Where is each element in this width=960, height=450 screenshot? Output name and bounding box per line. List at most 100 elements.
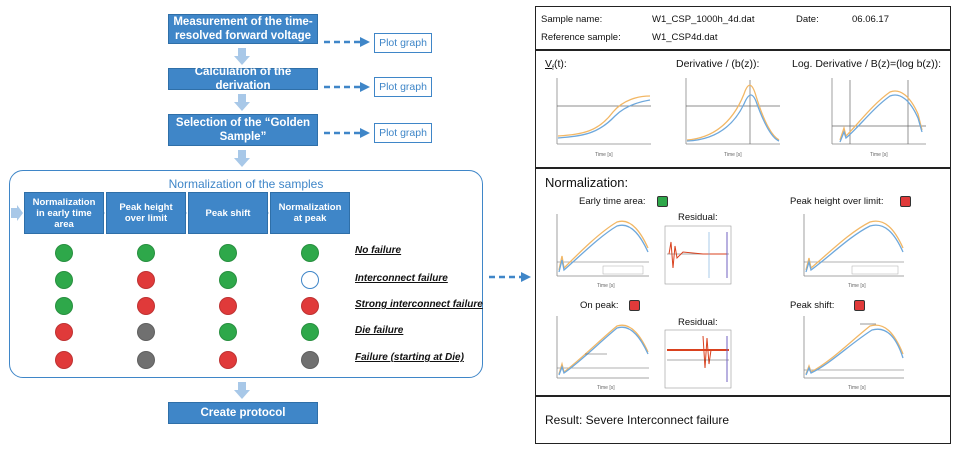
residual-label-2: Residual:: [678, 317, 718, 328]
sample-name-label: Sample name:: [541, 14, 603, 25]
peak-height-graph: Time [s]: [792, 210, 908, 290]
date-value: 06.06.17: [852, 14, 889, 25]
status-dot-green: [55, 297, 73, 315]
report-header-panel: [535, 6, 951, 50]
plot-graph-button-2[interactable]: Plot graph: [374, 77, 432, 97]
plot-graph-label-3: Plot graph: [379, 127, 427, 139]
status-dot-red: [219, 297, 237, 315]
dashed-arrow-2: [324, 82, 370, 92]
column-header-peak-shift: Peak shift: [188, 192, 268, 234]
normalization-frame: Normalization of the samples: [9, 170, 483, 378]
column-header-peak-height: Peak height over limit: [106, 192, 186, 234]
reference-label: Reference sample:: [541, 32, 621, 43]
vf-title-main: V: [545, 58, 553, 70]
early-time-graph: Time [s]: [545, 210, 653, 290]
result-panel: [535, 396, 951, 444]
peak-shift-label: Peak shift:: [790, 300, 835, 311]
status-dot-green: [219, 323, 237, 341]
status-dot-gray: [301, 351, 319, 369]
row-label-no-failure: No failure: [355, 245, 402, 256]
dashed-arrow-3: [324, 128, 370, 138]
down-arrow-2: [234, 94, 250, 111]
column-header-normalization-peak: Normalization at peak: [270, 192, 350, 234]
status-dot-green: [137, 244, 155, 262]
peak-shift-status: [854, 300, 865, 311]
down-arrow-4: [234, 382, 250, 399]
svg-text:Time [s]: Time [s]: [597, 385, 615, 391]
step-measurement-label: Measurement of the time-resolved forward…: [173, 16, 313, 42]
residual-graph-1: [663, 224, 733, 288]
log-derivative-graph: Time [s]: [818, 74, 930, 160]
down-arrow-3: [234, 150, 250, 167]
step-derivation: Calculation of the derivation: [168, 66, 318, 92]
peak-shift-graph: Time [s]: [792, 312, 908, 392]
status-dot-green: [219, 271, 237, 289]
chevron-right-icon: [11, 205, 23, 221]
plot-graph-button-3[interactable]: Plot graph: [374, 123, 432, 143]
vf-graph: Time [s]: [543, 74, 655, 160]
plot-graph-button-1[interactable]: Plot graph: [374, 33, 432, 53]
result-text: Result: Severe Interconnect failure: [545, 413, 730, 427]
on-peak-graph: Time [s]: [545, 312, 653, 392]
plot-graph-label-2: Plot graph: [379, 81, 427, 93]
svg-text:Time [s]: Time [s]: [595, 152, 613, 158]
step-golden-sample-label: Selection of the “Golden Sample”: [175, 117, 311, 143]
early-time-status: [657, 196, 668, 207]
svg-text:Time [s]: Time [s]: [848, 283, 866, 289]
step-create-protocol: Create protocol: [168, 402, 318, 424]
row-label-failure-starting-die: Failure (starting at Die): [355, 352, 464, 363]
derivative-graph-title: Derivative / (b(z)):: [676, 58, 760, 70]
normalization-heading: Normalization:: [545, 175, 629, 190]
sample-name-value: W1_CSP_1000h_4d.dat: [652, 14, 755, 25]
residual-graph-2: [663, 328, 733, 392]
normalization-title: Normalization of the samples: [168, 177, 324, 191]
status-dot-gray: [137, 351, 155, 369]
status-dot-green: [55, 244, 73, 262]
derivative-graph: Time [s]: [672, 74, 784, 160]
row-label-die-failure: Die failure: [355, 325, 404, 336]
step-measurement: Measurement of the time-resolved forward…: [168, 14, 318, 44]
status-dot-red: [219, 351, 237, 369]
on-peak-label: On peak:: [580, 300, 619, 311]
residual-label-1: Residual:: [678, 212, 718, 223]
log-derivative-graph-title: Log. Derivative / B(z)=(log b(z)):: [792, 58, 942, 70]
column-header-label: Normalization at peak: [278, 202, 342, 224]
status-dot-red: [55, 351, 73, 369]
plot-graph-label-1: Plot graph: [379, 37, 427, 49]
status-dot-red: [137, 271, 155, 289]
peak-height-label: Peak height over limit:: [790, 196, 884, 207]
status-dot-red: [55, 323, 73, 341]
svg-text:Time [s]: Time [s]: [597, 283, 615, 289]
vf-title-sub: f: [552, 65, 554, 73]
status-dot-white: [301, 271, 319, 289]
status-dot-green: [55, 271, 73, 289]
step-create-protocol-label: Create protocol: [200, 407, 286, 419]
dashed-arrow-to-report: [489, 272, 531, 282]
reference-value: W1_CSP4d.dat: [652, 32, 718, 43]
dashed-arrow-1: [324, 37, 370, 47]
status-dot-green: [219, 244, 237, 262]
date-label: Date:: [796, 14, 819, 25]
svg-text:Time [s]: Time [s]: [724, 152, 742, 158]
on-peak-status: [629, 300, 640, 311]
down-arrow-1: [234, 48, 250, 65]
status-dot-gray: [137, 323, 155, 341]
column-header-early-time: Normalization in early time area: [24, 192, 104, 234]
column-header-label: Peak shift: [205, 207, 251, 219]
column-header-label: Peak height over limit: [119, 202, 173, 224]
peak-height-status: [900, 196, 911, 207]
step-derivation-label: Calculation of the derivation: [194, 66, 292, 92]
row-label-strong-interconnect-failure: Strong interconnect failure: [355, 299, 483, 310]
status-dot-red: [137, 297, 155, 315]
vf-graph-title: Vf(t):: [545, 58, 567, 72]
row-label-interconnect-failure: Interconnect failure: [355, 273, 448, 284]
vf-title-rest: (t):: [553, 58, 567, 70]
status-dot-green: [301, 244, 319, 262]
svg-text:Time [s]: Time [s]: [848, 385, 866, 391]
column-header-label: Normalization in early time area: [32, 196, 96, 230]
status-dot-red: [301, 297, 319, 315]
status-dot-green: [301, 323, 319, 341]
step-golden-sample: Selection of the “Golden Sample”: [168, 114, 318, 146]
svg-text:Time [s]: Time [s]: [870, 152, 888, 158]
early-time-label: Early time area:: [579, 196, 646, 207]
